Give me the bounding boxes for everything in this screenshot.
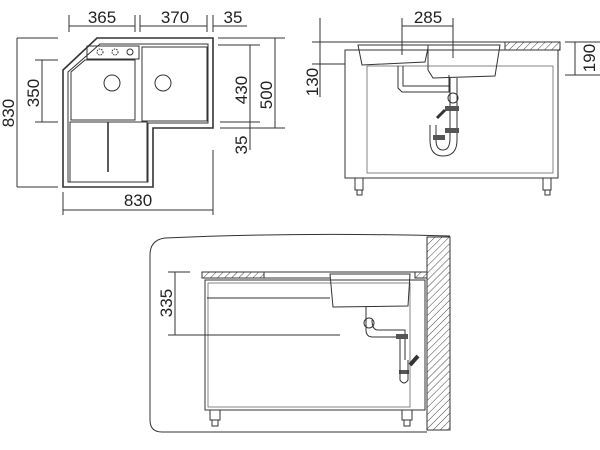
dim-left-bowl: 350 (24, 79, 43, 107)
dim-left-depth: 130 (303, 68, 322, 96)
drain-pipe (397, 66, 450, 93)
dim-top-left: 365 (88, 8, 116, 27)
right-drain (154, 74, 172, 92)
dim-right-offset: 35 (232, 136, 251, 155)
dim-bottom-total: 830 (124, 191, 152, 210)
room-outline (149, 233, 451, 433)
sink-bowl-side (329, 273, 411, 308)
left-drain (103, 74, 121, 92)
cabinet-side (204, 279, 426, 411)
left-bowl (70, 59, 136, 121)
dim-bowl-spacing: 285 (414, 8, 442, 27)
right-bowl-section (427, 44, 501, 79)
dim-top-middle: 370 (161, 8, 189, 27)
dim-right-total: 500 (257, 81, 276, 109)
dim-left-total: 830 (0, 99, 18, 127)
siphon (429, 78, 458, 157)
left-bowl-section (357, 44, 429, 66)
dim-depth: 335 (157, 289, 176, 317)
tap-deck (86, 45, 140, 60)
sink-rim (67, 43, 209, 183)
dim-right-bowl: 430 (232, 76, 251, 104)
side-view: 335 (149, 233, 451, 433)
side-drain (365, 307, 406, 360)
sink-outline (62, 37, 214, 188)
dim-top-right: 35 (224, 8, 243, 27)
front-view: 285 130 190 (303, 8, 600, 196)
cabinet (344, 49, 559, 179)
dim-right-depth: 190 (580, 44, 599, 72)
plan-view: 365 370 35 830 350 430 500 35 830 (0, 8, 285, 215)
right-bowl (141, 46, 208, 122)
